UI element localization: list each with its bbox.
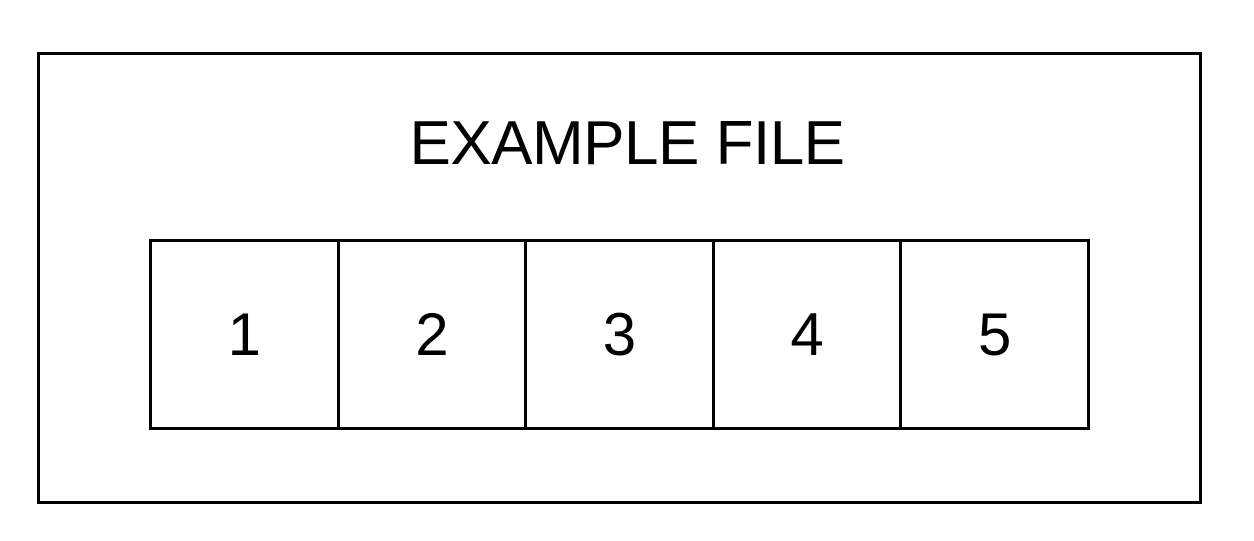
cell-label: 1	[227, 300, 261, 368]
cell-2: 2	[336, 242, 525, 427]
cell-4: 4	[711, 242, 900, 427]
cell-label: 4	[790, 300, 824, 368]
file-title: EXAMPLE FILE	[409, 109, 845, 178]
cell-5: 5	[899, 242, 1087, 427]
cell-label: 3	[602, 300, 637, 368]
cell-row: 1 2 3 4 5	[149, 239, 1090, 430]
cell-label: 5	[977, 300, 1012, 368]
cell-label: 2	[415, 300, 449, 368]
cell-3: 3	[524, 242, 712, 427]
cell-1: 1	[152, 242, 337, 427]
